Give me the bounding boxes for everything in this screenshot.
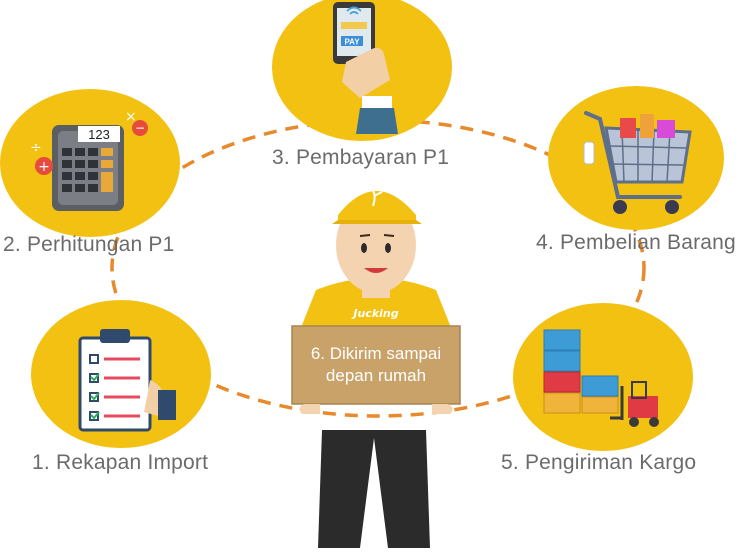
step-5-label: 5. Pengiriman Kargo: [501, 451, 697, 474]
step-3-node: PAY: [272, 0, 452, 141]
shirt-brand-text: Jucking: [351, 307, 398, 320]
step-4-node: [548, 86, 724, 230]
pay-button-text: PAY: [344, 38, 360, 47]
clipboard-checklist-icon: [78, 329, 176, 432]
shopping-cart-icon: [583, 111, 692, 214]
svg-text:+: +: [38, 159, 50, 175]
svg-text:÷: ÷: [30, 140, 42, 156]
step-2-node: 123 + − × ÷: [0, 89, 180, 237]
final-step-line-1: 6. Dikirim sampai: [310, 344, 442, 363]
svg-text:−: −: [135, 121, 145, 135]
step-2-label: 2. Perhitungan P1: [3, 233, 175, 256]
step-5-node: [513, 303, 693, 451]
step-1-node: [31, 300, 211, 448]
calculator-display-text: 123: [88, 127, 110, 142]
step-4-label: 4. Pembelian Barang: [536, 231, 736, 254]
cargo-forklift-icon: [543, 329, 659, 427]
courier-character: Jucking: [300, 187, 452, 548]
final-step-line-2: depan rumah: [325, 366, 427, 385]
phone-payment-icon: PAY: [333, 2, 398, 134]
step-3-label: 3. Pembayaran P1: [272, 146, 450, 169]
final-step-caption: 6. Dikirim sampai depan rumah: [292, 343, 460, 387]
delivery-box: [291, 325, 461, 414]
step-1-label: 1. Rekapan Import: [32, 451, 209, 474]
svg-text:×: ×: [125, 109, 137, 125]
calculator-icon: 123 + − × ÷: [30, 109, 148, 211]
